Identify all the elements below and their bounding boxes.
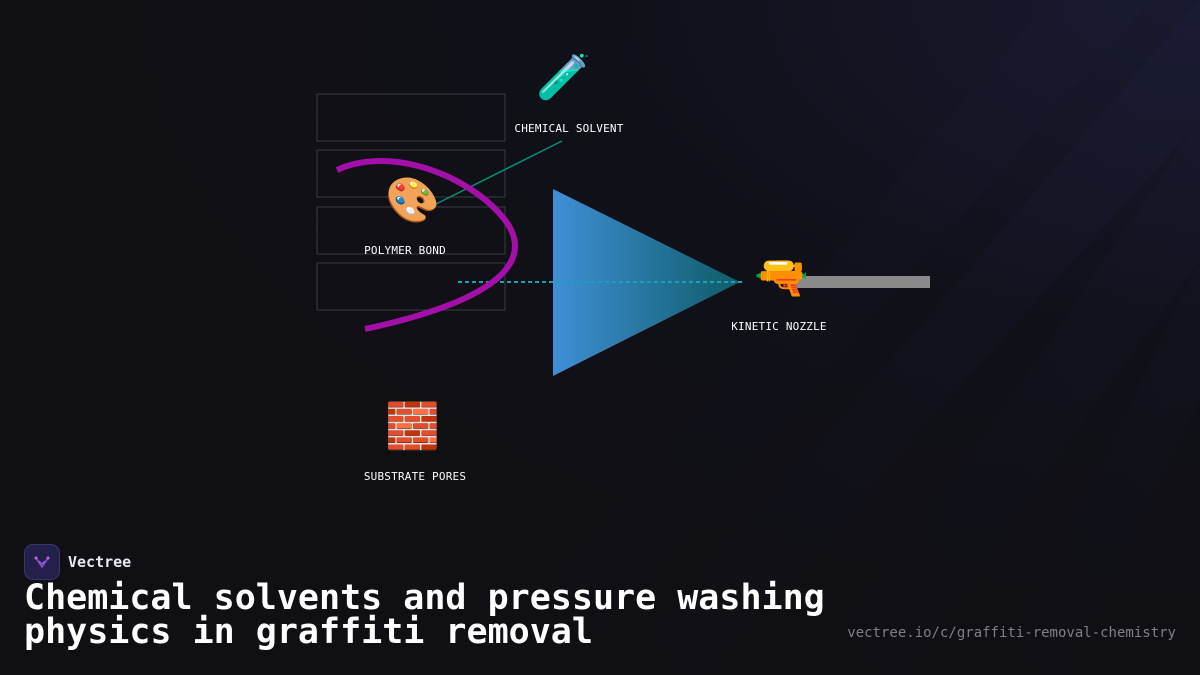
- wall-bricks: [316, 93, 506, 311]
- palette-icon: 🎨: [385, 175, 440, 226]
- wall-brick: [316, 93, 506, 142]
- kinetic-nozzle-label: KINETIC NOZZLE: [731, 320, 827, 333]
- brand-name: Vectree: [68, 553, 132, 571]
- water-gun-icon: 🔫: [754, 252, 809, 303]
- solvent-connector-line: [429, 140, 563, 208]
- substrate-pores-label: SUBSTRATE PORES: [363, 470, 467, 483]
- source-url: vectree.io/c/graffiti-removal-chemistry: [847, 625, 1176, 641]
- spray-cone: [553, 189, 740, 376]
- chemical-solvent-label: CHEMICAL SOLVENT: [514, 122, 624, 135]
- brand: Vectree: [24, 544, 131, 580]
- wall-brick: [316, 262, 506, 311]
- wall-brick: [316, 149, 506, 198]
- brick-icon: 🧱: [385, 401, 440, 452]
- graffiti-paint-stroke: [335, 157, 518, 332]
- polymer-bond-label: POLYMER BOND: [364, 244, 446, 257]
- page-title: Chemical solvents and pressure washing p…: [24, 578, 825, 652]
- nozzle-barrel: [790, 276, 930, 288]
- vectree-logo-icon: [24, 544, 60, 580]
- wall-brick: [316, 206, 506, 255]
- test-tube-icon: 🧪: [536, 52, 591, 103]
